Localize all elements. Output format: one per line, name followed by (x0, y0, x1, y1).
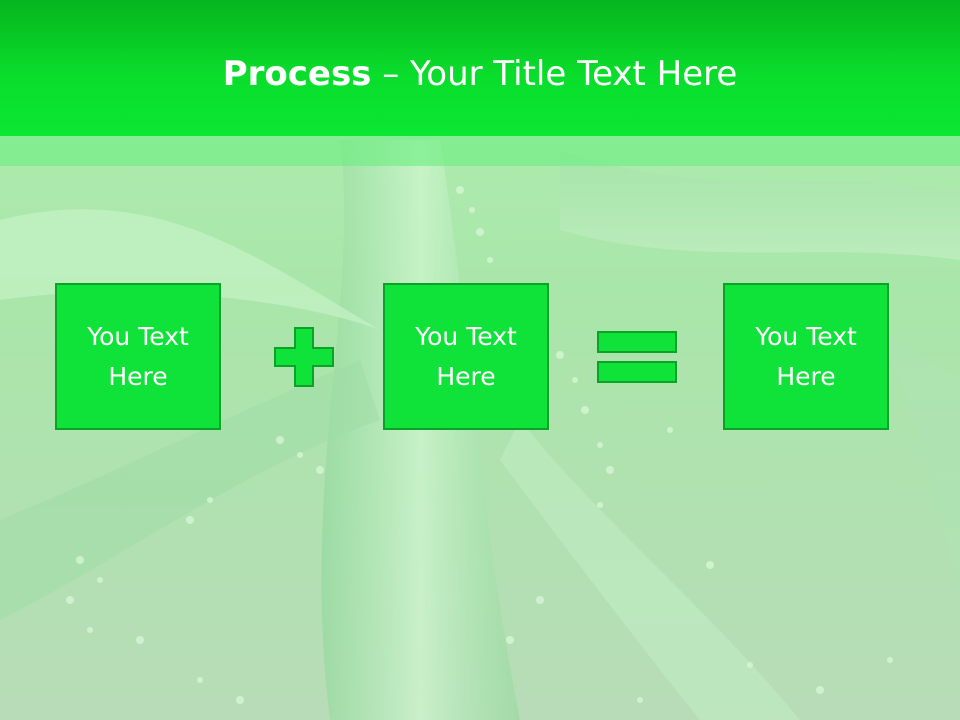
text-box-1[interactable]: You Text Here (55, 283, 221, 430)
plus-icon (274, 327, 334, 387)
text-box-2-label: You Text Here (415, 321, 517, 391)
text-box-1-label: You Text Here (87, 321, 189, 391)
equals-icon (597, 331, 677, 383)
slide-title: Process – Your Title Text Here (0, 50, 960, 98)
text-box-2[interactable]: You Text Here (383, 283, 549, 430)
title-band (0, 136, 960, 166)
text-box-3[interactable]: You Text Here (723, 283, 889, 430)
title-bar (0, 0, 960, 136)
title-bold: Process (222, 54, 372, 94)
title-rest: – Your Title Text Here (371, 54, 738, 94)
text-box-3-label: You Text Here (755, 321, 857, 391)
